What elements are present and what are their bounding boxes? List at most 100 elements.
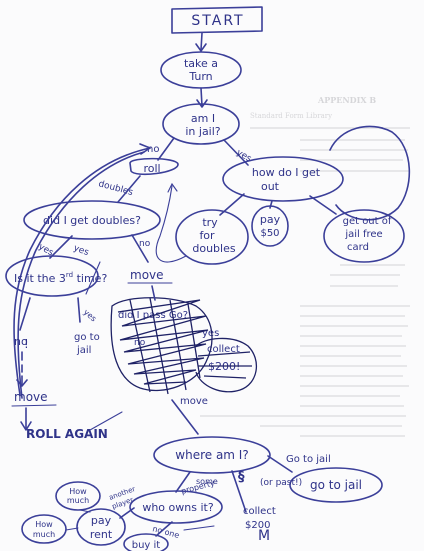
background-subheading: Standard Form Library bbox=[250, 112, 332, 120]
arrow-jail-no bbox=[157, 137, 175, 161]
go-to-jail-label: go to jail bbox=[310, 478, 362, 492]
arrow-third-yes bbox=[77, 297, 81, 323]
arrow-move-scribble bbox=[151, 285, 156, 301]
in-jail-line2: in jail? bbox=[185, 125, 220, 138]
move-label: move bbox=[130, 268, 164, 282]
edge-yes-3: yes bbox=[82, 308, 98, 324]
jail-card-line2: jail free bbox=[344, 229, 382, 240]
got-doubles-label: did I get doubles? bbox=[43, 214, 141, 227]
go-to-jail-small-node: go to jail bbox=[74, 332, 100, 356]
go-to-jail-small-line2: jail bbox=[76, 345, 91, 356]
how-much-1-connector bbox=[79, 509, 91, 513]
how-much-node-2: How much bbox=[21, 514, 67, 544]
got-doubles-node: did I get doubles? bbox=[23, 200, 161, 240]
in-jail-line1: am I bbox=[191, 112, 215, 125]
arrow-start-turn bbox=[200, 32, 203, 51]
move-node: move bbox=[127, 268, 173, 284]
go-to-jail-edge-label: Go to jail bbox=[286, 454, 331, 465]
stray-mark bbox=[89, 411, 123, 431]
try-doubles-line2: for bbox=[199, 229, 215, 242]
owns-connector bbox=[183, 525, 215, 531]
try-doubles-node: try for doubles bbox=[175, 209, 249, 265]
third-time-label: Is it the 3rd time? bbox=[14, 271, 107, 285]
edge-no-2: no bbox=[139, 239, 151, 249]
collect-200-line1: collect bbox=[243, 506, 276, 517]
m-mark: M bbox=[258, 528, 270, 544]
who-owns-node: who owns it? bbox=[129, 490, 223, 524]
arrow-to-where bbox=[171, 399, 199, 435]
arrow-head bbox=[139, 143, 151, 155]
scribbled-section: did I pass Go? yes collect $200! no move bbox=[110, 297, 258, 407]
collect-200-node: collect $200 bbox=[243, 506, 276, 531]
scribbled-line3: collect bbox=[207, 344, 240, 355]
try-doubles-line3: doubles bbox=[192, 242, 235, 255]
background-print: APPENDIX B Standard Form Library bbox=[200, 95, 410, 437]
arrow-doubles-yes bbox=[49, 235, 73, 259]
arrow-doubles-no bbox=[131, 234, 149, 263]
roll-again-label: ROLL AGAIN bbox=[26, 427, 108, 441]
collect-200-line2: $200 bbox=[245, 520, 270, 531]
how-much-2-line1: How bbox=[35, 520, 53, 529]
how-get-out-line1: how do I get bbox=[252, 166, 321, 179]
how-much-1-line2: much bbox=[67, 496, 89, 505]
arrow-owns-buy bbox=[155, 521, 173, 537]
go-to-jail-node: Go to jail go to jail bbox=[286, 454, 383, 503]
background-heading: APPENDIX B bbox=[317, 95, 376, 105]
arrow-head bbox=[20, 421, 32, 431]
svg-text:!: ! bbox=[24, 337, 29, 351]
buy-it-node: buy it bbox=[123, 533, 169, 551]
jail-card-node: get out of jail free card bbox=[323, 209, 405, 263]
arrow-out-card bbox=[309, 195, 337, 215]
roll-node: roll bbox=[129, 157, 179, 176]
arrow-out-pay bbox=[269, 200, 273, 209]
loop-back-arrow bbox=[13, 147, 151, 396]
no-label: no bbox=[14, 335, 28, 348]
arrow-third-no bbox=[19, 297, 31, 331]
or-past-label: (or past!) bbox=[260, 478, 302, 488]
loop-back-arrow-2 bbox=[17, 151, 145, 399]
arrow-head bbox=[196, 99, 208, 108]
pay-50-line2: $50 bbox=[260, 228, 279, 239]
go-symbol: § bbox=[238, 470, 245, 485]
how-much-2-connector bbox=[65, 527, 79, 531]
take-turn-line1: take a bbox=[184, 57, 218, 70]
how-get-out-line2: out bbox=[261, 180, 280, 193]
decorative-circle bbox=[329, 125, 411, 221]
pay-50-line1: pay bbox=[260, 213, 281, 226]
arrow-where-property bbox=[175, 471, 191, 493]
arrow-turn-jail bbox=[200, 87, 203, 107]
arrow-where-collect bbox=[231, 470, 247, 513]
take-turn-node: take a Turn bbox=[160, 51, 242, 89]
how-get-out-node: how do I get out bbox=[222, 156, 344, 202]
pay-rent-line1: pay bbox=[91, 514, 112, 527]
pay-rent-line2: rent bbox=[90, 528, 113, 541]
arrow-jail-yes bbox=[223, 139, 249, 166]
how-much-1-line1: How bbox=[69, 487, 87, 496]
third-time-connector bbox=[85, 261, 101, 295]
no-node: no ! bbox=[14, 335, 29, 351]
third-time-node: Is it the 3rd time? bbox=[5, 255, 107, 297]
take-turn-line2: Turn bbox=[188, 70, 212, 83]
who-owns-label: who owns it? bbox=[142, 501, 213, 514]
jail-card-line3: card bbox=[347, 242, 369, 253]
go-to-jail-small-line1: go to bbox=[74, 332, 100, 343]
roll-label: roll bbox=[143, 162, 160, 175]
try-doubles-line1: try bbox=[202, 216, 218, 229]
arrow-head bbox=[167, 182, 178, 193]
how-much-node-1: How much bbox=[55, 481, 101, 511]
try-to-roll-arrow bbox=[155, 185, 187, 263]
how-much-2-line2: much bbox=[33, 530, 55, 539]
arrow-where-jail bbox=[267, 455, 293, 473]
edge-property-line1: some bbox=[196, 477, 218, 486]
move-left-node: move bbox=[11, 390, 57, 407]
scribbled-line6: move bbox=[180, 396, 208, 407]
arrow-head bbox=[16, 379, 28, 387]
where-am-i-node: where am I? bbox=[153, 436, 271, 474]
buy-it-label: buy it bbox=[132, 540, 161, 551]
jail-card-line1: get out of bbox=[343, 216, 392, 227]
start-node: START bbox=[171, 6, 263, 34]
scribbled-line2: yes bbox=[202, 328, 219, 339]
edge-no: no bbox=[147, 144, 159, 155]
